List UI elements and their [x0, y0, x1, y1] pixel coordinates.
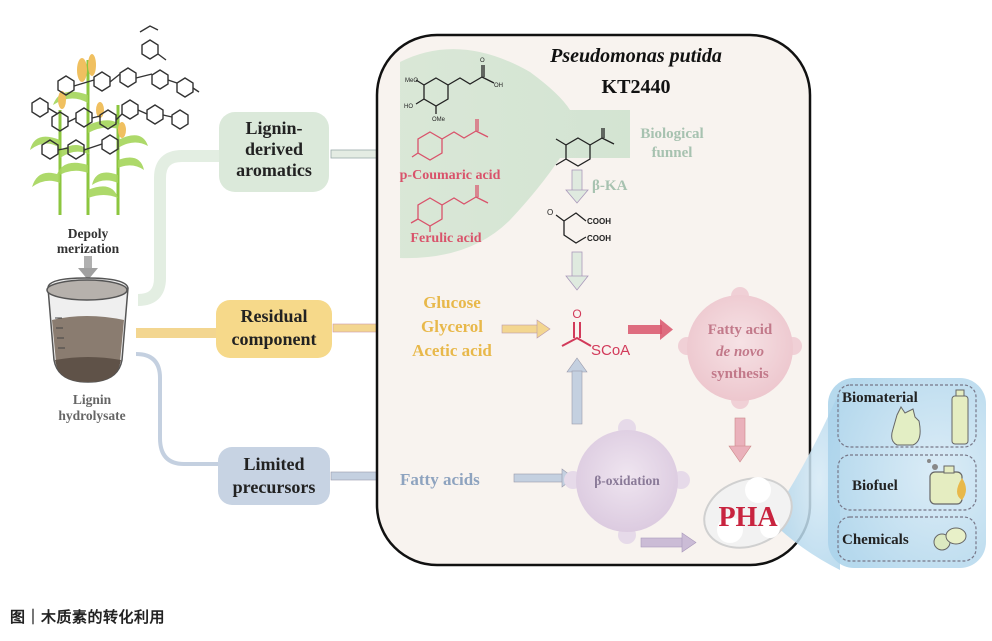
beta-oxidation-to-pha-arrow: [640, 532, 697, 553]
ferulic-acid-label: Ferulic acid: [410, 231, 481, 246]
svg-text:Limited: Limited: [244, 454, 305, 474]
svg-text:Residual: Residual: [240, 306, 307, 326]
applications-bubble-connector: [770, 390, 840, 570]
fas-to-pha-arrow: [728, 417, 752, 463]
fatty-acids-label: Fatty acids: [400, 470, 480, 489]
beta-ka-arrow: [565, 169, 589, 204]
p-coumaric-acid-structure: [411, 119, 489, 161]
hydrolysate-label: Lignin: [73, 392, 112, 407]
acetyl-coa-oxygen: O: [572, 307, 581, 321]
funnel-label: Biological: [640, 126, 703, 142]
beta-ketoadipate-structure: O: [547, 208, 587, 244]
figure-caption: 图｜木质素的转化利用: [10, 608, 166, 626]
fuel-canister-icon: [927, 459, 966, 505]
cooh-label-2: COOH: [587, 234, 611, 243]
lignin-structure-icon: [31, 25, 200, 160]
substrates-to-acetylcoa-arrow: [501, 319, 551, 339]
svg-text:MeO: MeO: [405, 78, 418, 84]
svg-text:Biomaterial: Biomaterial: [842, 390, 918, 406]
svg-text:precursors: precursors: [233, 477, 316, 497]
depolymerization-label-2: merization: [57, 241, 120, 256]
svg-text:OMe: OMe: [432, 117, 446, 123]
acetyl-coa-label: SCoA: [591, 342, 630, 359]
hydrolysate-label-2: hydrolysate: [58, 408, 125, 423]
fatty-acid-synthesis-circle: [678, 287, 802, 409]
svg-text:O: O: [547, 208, 553, 217]
pills-icon: [933, 527, 967, 551]
stream-box-residual-component: Residual component: [216, 300, 332, 358]
stream-box-limited-precursors: Limited precursors: [218, 447, 330, 505]
funnel-label-2: funnel: [652, 145, 693, 161]
biological-funnel-shape: [400, 49, 630, 259]
corn-plant-illustration: [30, 54, 148, 215]
application-chemicals: Chemicals: [837, 516, 977, 562]
depolymerization-arrow: [78, 256, 98, 280]
substrate-glycerol: Glycerol: [421, 317, 483, 336]
plastic-bag-icon: [891, 406, 921, 446]
beta-ka-label: β-KA: [592, 178, 628, 194]
svg-text:Lignin-: Lignin-: [245, 118, 302, 138]
svg-text:component: component: [232, 329, 317, 349]
depolymerization-label: Depoly: [68, 226, 109, 241]
svg-text:O: O: [480, 58, 485, 64]
svg-text:OH: OH: [494, 83, 503, 89]
beta-oxidation-circle: [564, 419, 690, 544]
svg-text:derived: derived: [245, 139, 303, 159]
precursors-pipe: [135, 352, 220, 466]
p-coumaric-acid-label: p-Coumaric acid: [400, 168, 501, 183]
acetyl-coa-structure: [561, 322, 592, 347]
stream-box-lignin-derived-aromatics: Lignin- derived aromatics: [219, 112, 329, 192]
pha-granule: [703, 477, 793, 549]
sinapic-acid-structure: MeO HO OMe OH O: [404, 58, 503, 123]
organism-strain: KT2440: [602, 76, 671, 98]
beaker-icon: [46, 277, 129, 383]
cooh-label-1: COOH: [587, 217, 611, 226]
fas-label-1: Fatty acid: [708, 322, 773, 338]
svg-text:Chemicals: Chemicals: [842, 532, 909, 548]
ferulic-acid-structure: [410, 185, 489, 232]
beta-oxidation-label: β-oxidation: [594, 473, 660, 488]
svg-text:aromatics: aromatics: [236, 160, 312, 180]
substrate-glucose: Glucose: [423, 293, 481, 312]
fas-label-3: synthesis: [711, 366, 769, 382]
acetylcoa-to-fas-arrow: [628, 319, 673, 340]
application-biofuel: Biofuel: [837, 454, 977, 511]
ketoadipate-to-acetylcoa-arrow: [565, 251, 589, 291]
application-biomaterial: Biomaterial: [837, 384, 977, 448]
svg-text:HO: HO: [404, 104, 413, 110]
bottle-icon: [951, 389, 969, 445]
organism-name: Pseudomonas putida: [549, 45, 722, 67]
substrate-acetic-acid: Acetic acid: [412, 341, 492, 360]
svg-text:Biofuel: Biofuel: [852, 478, 898, 494]
protocatechuate-structure: [555, 128, 615, 167]
aromatics-pipe: [137, 150, 222, 306]
beta-oxidation-to-acetylcoa-arrow: [566, 357, 588, 425]
fas-label-2: de novo: [716, 344, 764, 360]
pha-label: PHA: [718, 502, 778, 533]
residual-pipe: [136, 328, 220, 338]
applications-bubble: [828, 378, 986, 568]
